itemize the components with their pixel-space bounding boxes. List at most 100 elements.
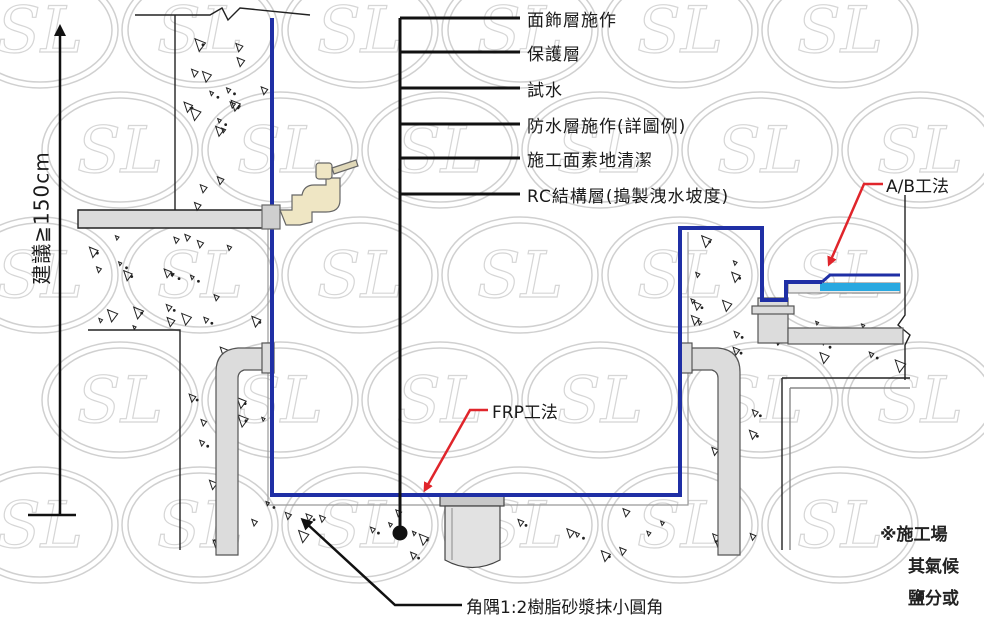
aggregate-triangle — [163, 268, 173, 279]
watermark-oval — [281, 0, 439, 89]
aggregate-triangle — [201, 70, 213, 84]
aggregate-dot — [758, 414, 762, 418]
aggregate-triangle — [250, 518, 259, 528]
watermark-oval-inner — [447, 222, 593, 328]
aggregate-dot — [755, 434, 759, 438]
aggregate-dot — [170, 273, 174, 277]
aggregate-triangle — [733, 330, 741, 339]
aggregate-triangle — [106, 308, 119, 324]
layer-label-protection: 保護層 — [527, 45, 581, 65]
aggregate-triangle — [646, 530, 652, 538]
frp-method-label: FRP工法 — [492, 403, 558, 423]
aggregate-triangle — [751, 408, 759, 418]
watermark-mark: SL — [157, 0, 243, 68]
watermark-oval-inner — [527, 347, 673, 453]
watermark-mark: SL — [557, 114, 643, 188]
aggregate-triangle — [732, 259, 738, 267]
aggregate-triangle — [214, 125, 225, 138]
watermark-oval-inner — [0, 0, 113, 83]
aggregate-dot — [607, 555, 611, 559]
right-drain-pipe — [679, 342, 741, 556]
aggregate-triangle — [216, 117, 223, 125]
watermark-oval — [761, 0, 919, 89]
aggregate-dot — [272, 506, 276, 509]
watermark-oval — [0, 216, 119, 334]
watermark-mark: SL — [0, 489, 83, 563]
aggregate-triangle — [297, 529, 310, 544]
aggregate-triangle — [694, 271, 701, 279]
aggregate-triangle — [819, 351, 830, 365]
aggregate-triangle — [574, 531, 581, 539]
aggregate-dot — [195, 398, 199, 402]
aggregate-triangle — [860, 323, 866, 329]
aggregate-triangle — [260, 85, 269, 96]
aggregate-triangle — [193, 201, 202, 212]
aggregate-triangle — [166, 316, 176, 328]
aggregate-dot — [875, 356, 879, 360]
aggregate-triangle — [618, 546, 628, 557]
aggregate-triangle — [600, 549, 612, 563]
aggregate-triangle — [173, 236, 180, 245]
aggregate-triangle — [409, 551, 418, 561]
watermark-oval-inner — [287, 222, 433, 328]
watermark-oval-inner — [527, 97, 673, 203]
watermark-oval — [0, 0, 119, 89]
aggregate-triangle — [260, 416, 266, 423]
watermark-mark: SL — [877, 364, 963, 438]
aggregate-triangle — [209, 90, 215, 97]
watermark-mark: SL — [237, 364, 323, 438]
corner-label: 角隅1:2樹脂砂漿抹小圓角 — [466, 598, 664, 618]
watermark-oval — [281, 216, 439, 334]
watermark-oval — [201, 341, 359, 459]
aggregate-triangle — [517, 518, 525, 528]
aggregate-dot — [312, 518, 316, 522]
floor-drain — [439, 493, 505, 569]
aggregate-triangle — [237, 413, 250, 429]
watermark-oval-inner — [47, 97, 193, 203]
watermark-oval-inner — [207, 97, 353, 203]
aggregate-triangle — [318, 514, 327, 524]
aggregate-triangle — [265, 500, 271, 507]
aggregate-triangle — [730, 271, 741, 284]
watermark-oval — [601, 0, 759, 89]
aggregate-triangle — [216, 175, 225, 186]
watermark-mark: SL — [317, 239, 403, 313]
aggregate-triangle — [693, 300, 702, 312]
aggregate-triangle — [690, 314, 701, 327]
watermark-oval — [441, 216, 599, 334]
watermark-oval — [841, 91, 984, 209]
side-note-line-2: 其氣候 — [908, 557, 959, 577]
aggregate-dot — [739, 351, 743, 355]
aggregate-dot — [740, 335, 744, 339]
watermark-mark: SL — [237, 114, 323, 188]
aggregate-triangle — [226, 244, 233, 252]
watermark-mark: SL — [317, 0, 403, 68]
watermark-oval-inner — [207, 347, 353, 453]
layer-label-water-test: 試水 — [527, 81, 563, 101]
aggregate-dot — [708, 240, 712, 244]
watermark-mark: SL — [637, 489, 723, 563]
watermark-oval-inner — [367, 97, 513, 203]
layer-label-finish: 面飾層施作 — [527, 11, 617, 31]
watermark-mark: SL — [477, 239, 563, 313]
watermark-oval — [121, 0, 279, 89]
watermark-mark: SL — [717, 114, 803, 188]
watermark-mark: SL — [797, 489, 883, 563]
watermark-oval-inner — [767, 222, 913, 328]
watermark-oval-inner — [287, 472, 433, 578]
aggregate-triangle — [88, 246, 99, 259]
aggregate-dot — [417, 556, 420, 560]
watermark-oval-inner — [767, 472, 913, 578]
watermark-oval — [281, 466, 439, 584]
watermark-oval-inner — [367, 347, 513, 453]
watermark-mark: SL — [477, 0, 563, 68]
aggregate-triangle — [369, 526, 377, 534]
aggregate-triangle — [721, 299, 733, 313]
watermark-oval-inner — [687, 97, 833, 203]
aggregate-dot — [524, 523, 528, 527]
watermark-mark: SL — [637, 0, 723, 68]
watermark-oval — [441, 466, 599, 584]
watermark-mark: SL — [0, 0, 83, 68]
